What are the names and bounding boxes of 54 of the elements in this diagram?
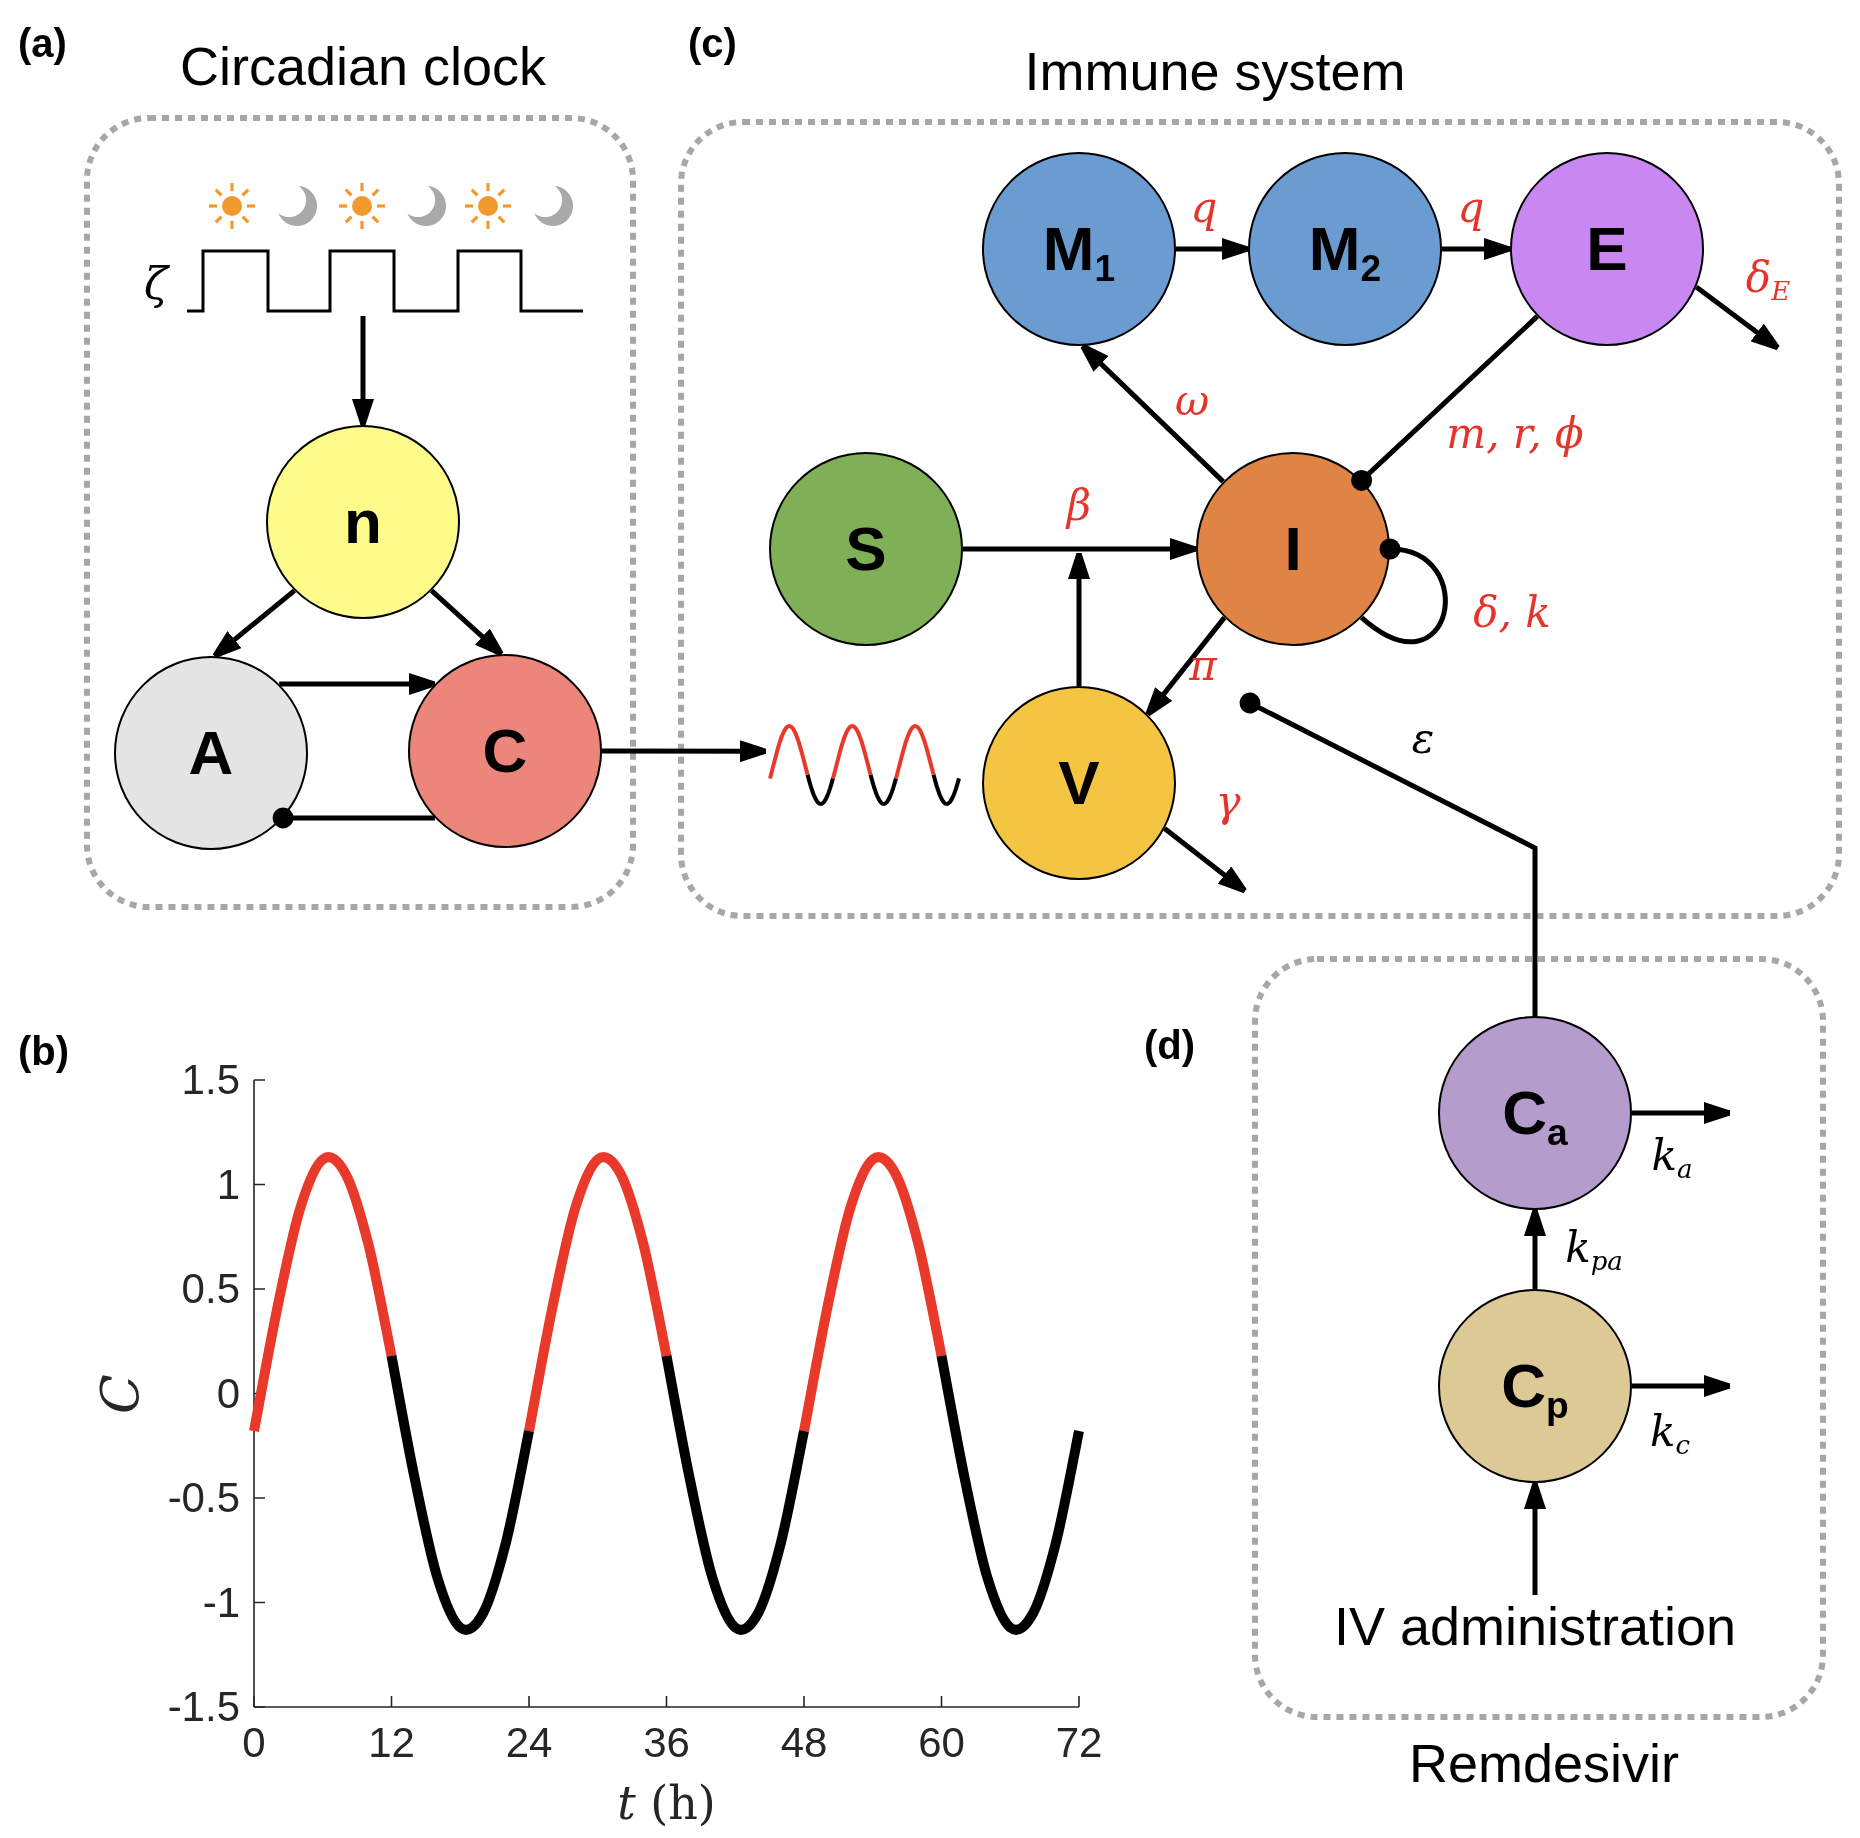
node-label: M$_{2}$ <box>1307 213 1383 292</box>
tick-label: -1.5 <box>167 1682 240 1732</box>
edge-label: γ <box>1214 776 1242 828</box>
tick-label: 0.5 <box>181 1264 240 1314</box>
edge-label: π <box>1188 640 1219 692</box>
edge-label: ε <box>1410 713 1436 765</box>
tick-label: 60 <box>918 1719 965 1768</box>
node-label: C$_{a}$ <box>1501 1077 1569 1156</box>
node-label: V <box>1057 747 1101 820</box>
edge-label: k$_{c}$ <box>1649 1406 1691 1462</box>
dot-ended-line <box>272 807 435 829</box>
edge-label: k$_{a}$ <box>1650 1130 1694 1186</box>
edge-label: β <box>1064 480 1093 532</box>
panel-letter: (a) <box>18 20 67 66</box>
dot-ended-line <box>1351 314 1539 491</box>
node-label: S <box>844 513 888 586</box>
axis-title: C <box>88 1373 151 1414</box>
node-label: C <box>481 715 529 788</box>
panel-title: Circadian clock <box>179 34 547 98</box>
dot-ended-line <box>1360 538 1448 644</box>
tick-label: 24 <box>505 1719 553 1768</box>
tick-label: 72 <box>1055 1719 1103 1768</box>
node-label: E <box>1585 213 1629 286</box>
edge-label: δ, k <box>1472 587 1552 639</box>
tick-label: 12 <box>368 1719 415 1768</box>
edge-label: k$_{pa}$ <box>1564 1222 1624 1278</box>
edge-label: m, r, ϕ <box>1445 408 1585 460</box>
tick-label: 1 <box>216 1160 240 1209</box>
panel-letter: (c) <box>688 20 737 66</box>
tick-label: 48 <box>780 1719 828 1768</box>
panel-title: Remdesivir <box>1408 1731 1680 1795</box>
tick-label: 36 <box>643 1719 690 1768</box>
dot-ended-line <box>1239 692 1538 1016</box>
node-label: A <box>187 717 235 790</box>
tick-label: 1.5 <box>181 1055 240 1105</box>
edge-label: δ$_{E}$ <box>1744 252 1792 308</box>
node-label: I <box>1283 513 1303 586</box>
panel-letter: (b) <box>18 1028 70 1074</box>
edge-label: q <box>1456 182 1486 234</box>
node-label: M$_{1}$ <box>1041 213 1117 292</box>
panel-letter: (d) <box>1144 1022 1196 1068</box>
tick-label: -0.5 <box>167 1473 240 1523</box>
tick-label: -1 <box>202 1578 240 1627</box>
node-label: n <box>343 486 383 559</box>
sine-wave <box>766 722 963 808</box>
tick-label: 0 <box>216 1369 240 1418</box>
edge-label: ω <box>1173 375 1211 427</box>
node-label: C$_{p}$ <box>1500 1350 1570 1429</box>
panel-title: Immune system <box>1024 39 1406 103</box>
tick-label: 0 <box>242 1719 266 1768</box>
signal-label: ζ <box>143 257 170 311</box>
text-label: IV administration <box>1333 1594 1737 1658</box>
axis-title: t (h) <box>617 1776 716 1832</box>
edge-label: q <box>1189 182 1219 234</box>
